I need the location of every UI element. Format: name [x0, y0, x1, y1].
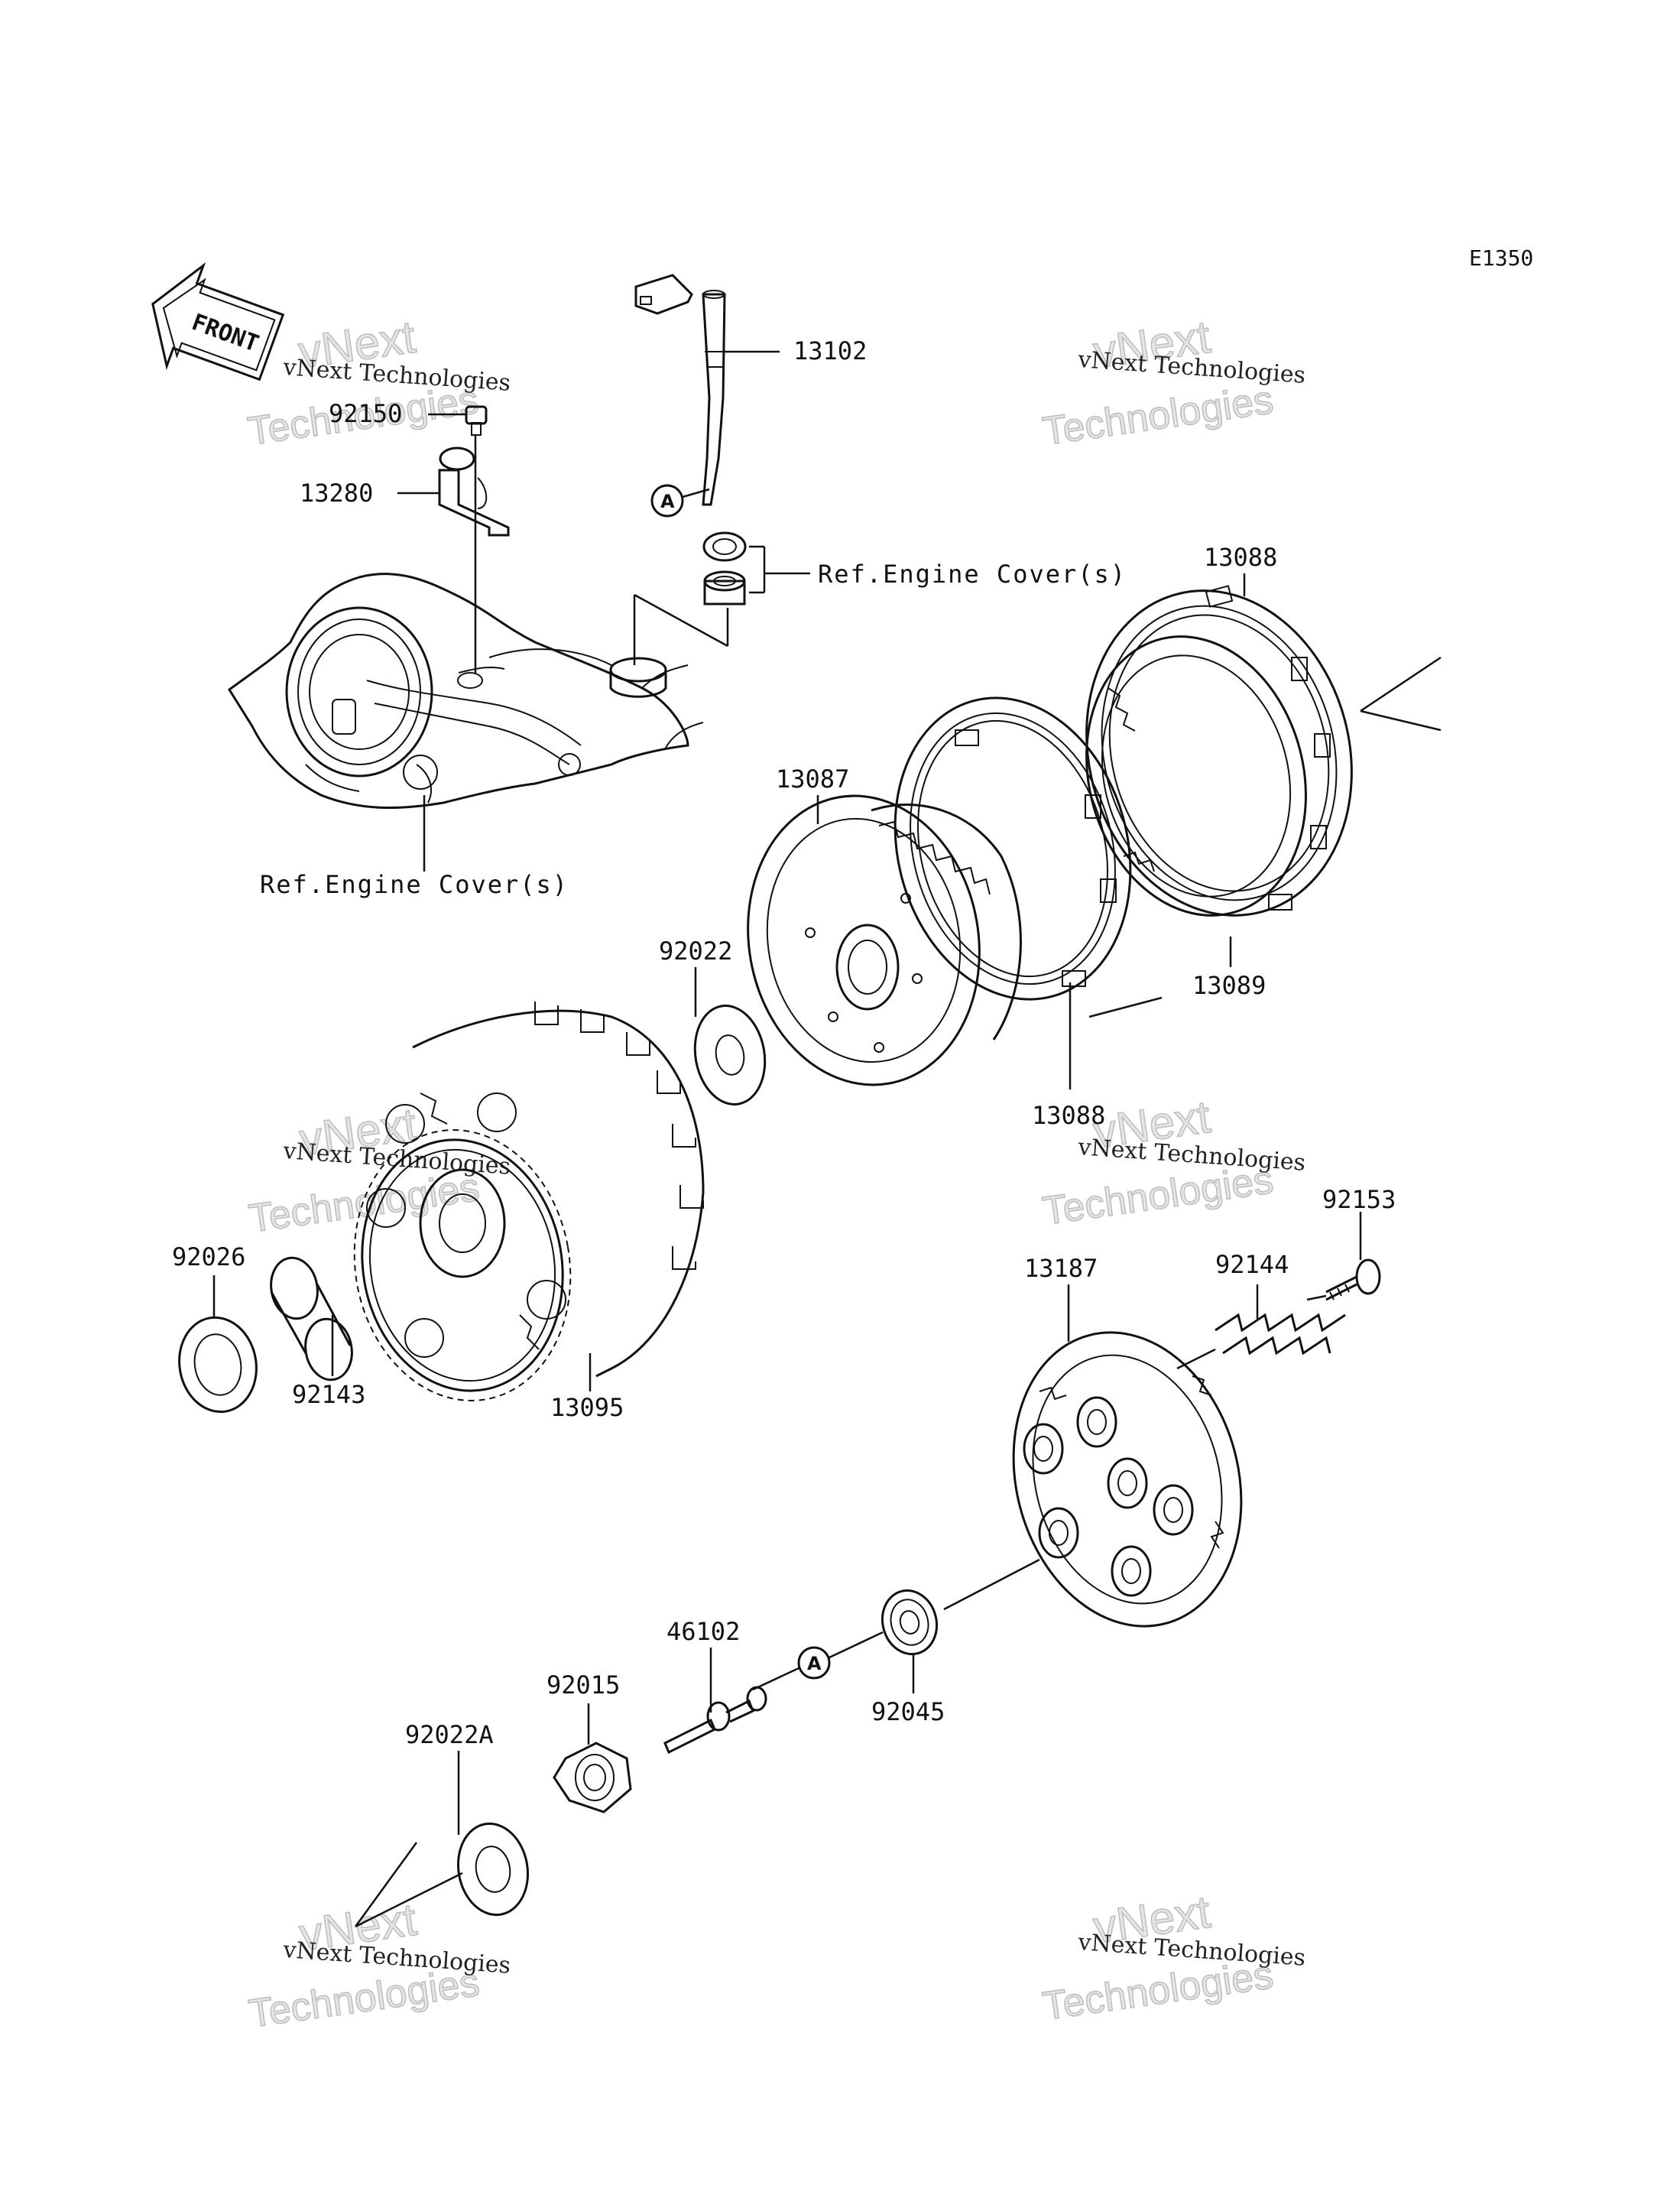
- dash-line: [1360, 709, 1442, 732]
- label-92015: 92015: [546, 1670, 620, 1700]
- ref-mark-a-text: A: [807, 1653, 822, 1674]
- sleeve-92143: [270, 1256, 353, 1381]
- label-92045: 92045: [871, 1697, 945, 1726]
- label-92144: 92144: [1215, 1250, 1289, 1279]
- label-92153: 92153: [1322, 1185, 1396, 1214]
- label-13087: 13087: [776, 765, 849, 794]
- clutch-hub-13087: [747, 794, 1022, 1086]
- label-13089: 13089: [1192, 971, 1266, 1000]
- label-13187: 13187: [1024, 1254, 1098, 1283]
- bearing-92045: [881, 1558, 1040, 1693]
- label-13280: 13280: [300, 479, 373, 508]
- ref-mark-a-text: A: [660, 491, 675, 512]
- label-92143: 92143: [292, 1380, 365, 1409]
- label-46102: 46102: [666, 1617, 740, 1646]
- seal-rings-part: [633, 531, 810, 665]
- label-92022: 92022: [659, 937, 732, 966]
- washer-92022: [693, 967, 767, 1105]
- ref-engine-cover-label: Ref.Engine Cover(s): [260, 870, 569, 899]
- label-92026: 92026: [172, 1242, 245, 1271]
- engine-boss: [609, 657, 667, 698]
- bolt-92150-part: [428, 405, 488, 436]
- pressure-plate-13187: [1012, 1284, 1243, 1628]
- label-13095: 13095: [550, 1393, 624, 1422]
- label-92150: 92150: [329, 399, 402, 428]
- front-arrow-icon: FRONT: [151, 261, 285, 381]
- friction-plate-13088-top: [1085, 573, 1353, 917]
- ref-mark-a-top: A: [650, 484, 710, 518]
- clutch-housing-13095: [353, 1002, 705, 1401]
- diagram-code: E1350: [1469, 245, 1533, 271]
- label-92022a: 92022A: [405, 1720, 494, 1749]
- shaft-13102-part: [634, 274, 780, 506]
- nut-92015: [553, 1703, 632, 1813]
- bolt-92153: [1306, 1212, 1381, 1301]
- friction-plate-13088-bottom: [894, 696, 1163, 1089]
- bracket-13280-part: [397, 436, 510, 673]
- label-13088-top: 13088: [1204, 543, 1277, 572]
- ref-mark-a-bottom: A: [752, 1631, 884, 1691]
- pushrod-46102: [663, 1648, 767, 1755]
- watermark-text: Technologies: [1040, 378, 1276, 454]
- label-13102: 13102: [793, 336, 867, 365]
- dash-line: [1360, 656, 1442, 713]
- ref-engine-cover-label: Ref.Engine Cover(s): [818, 560, 1127, 589]
- engine-cover-part: [227, 573, 704, 810]
- spring-92144: [1176, 1284, 1346, 1370]
- washer-92026: [178, 1275, 258, 1414]
- steel-plate-13089: [1085, 635, 1307, 967]
- label-13088-bottom: 13088: [1032, 1101, 1105, 1130]
- washer-92022a: [354, 1751, 530, 1928]
